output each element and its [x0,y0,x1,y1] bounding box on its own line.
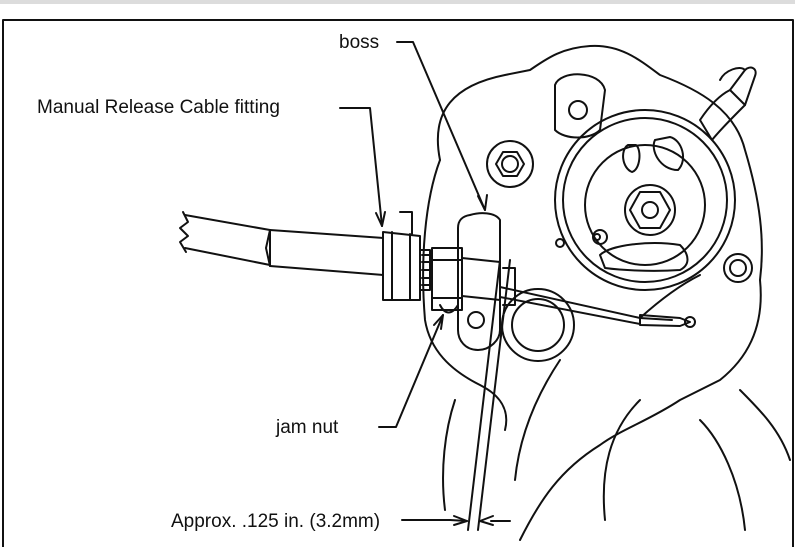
ferrule [269,229,384,276]
gap-arrow-left-head [453,515,468,526]
gap-line-left [467,259,501,531]
cable-fitting-body [382,211,421,301]
linkage-arm [639,274,701,319]
caption-remnant [0,0,795,4]
housing-right-edge-2 [699,419,746,531]
boss-arrow [477,194,488,211]
cable-sheath-top [184,214,271,231]
cable-break [179,211,189,253]
gap-dimension-label: Approx. .125 in. (3.2mm) [171,511,381,532]
ferrule-end [265,229,271,267]
figure-frame [2,19,794,547]
cable-end-ball [684,316,696,328]
housing-bottom-curve-2 [514,359,561,481]
right-mount-hole [723,253,753,283]
housing-bottom-curve-3 [602,399,641,521]
boss-label: boss [339,32,380,53]
gap-arrow-right-head [479,515,494,526]
fitting-leader [339,107,383,227]
boss-hole [467,311,485,329]
boss-leader [396,41,486,211]
jamnut-arrow [433,314,444,330]
fitting-label: Manual Release Cable fitting [37,97,280,118]
rod-through-boss [461,257,501,263]
gap-line-right [477,259,511,531]
release-mechanism [554,66,757,291]
housing-bottom-curve [442,399,456,511]
rod-through-boss-2 [461,295,501,301]
housing-right-edge [739,389,791,461]
jam-nut-label: jam nut [276,417,339,438]
bolt-left [486,140,534,188]
jam-nut-shape [431,247,463,314]
cable-wire-2 [499,296,641,325]
fitting-arrow [375,211,386,227]
cable-sheath-bottom [184,247,271,266]
small-hole [555,238,565,248]
boss-plate [457,212,501,351]
jamnut-leader [378,314,444,428]
threaded-section [419,249,431,291]
upper-mount-hole [554,73,606,139]
